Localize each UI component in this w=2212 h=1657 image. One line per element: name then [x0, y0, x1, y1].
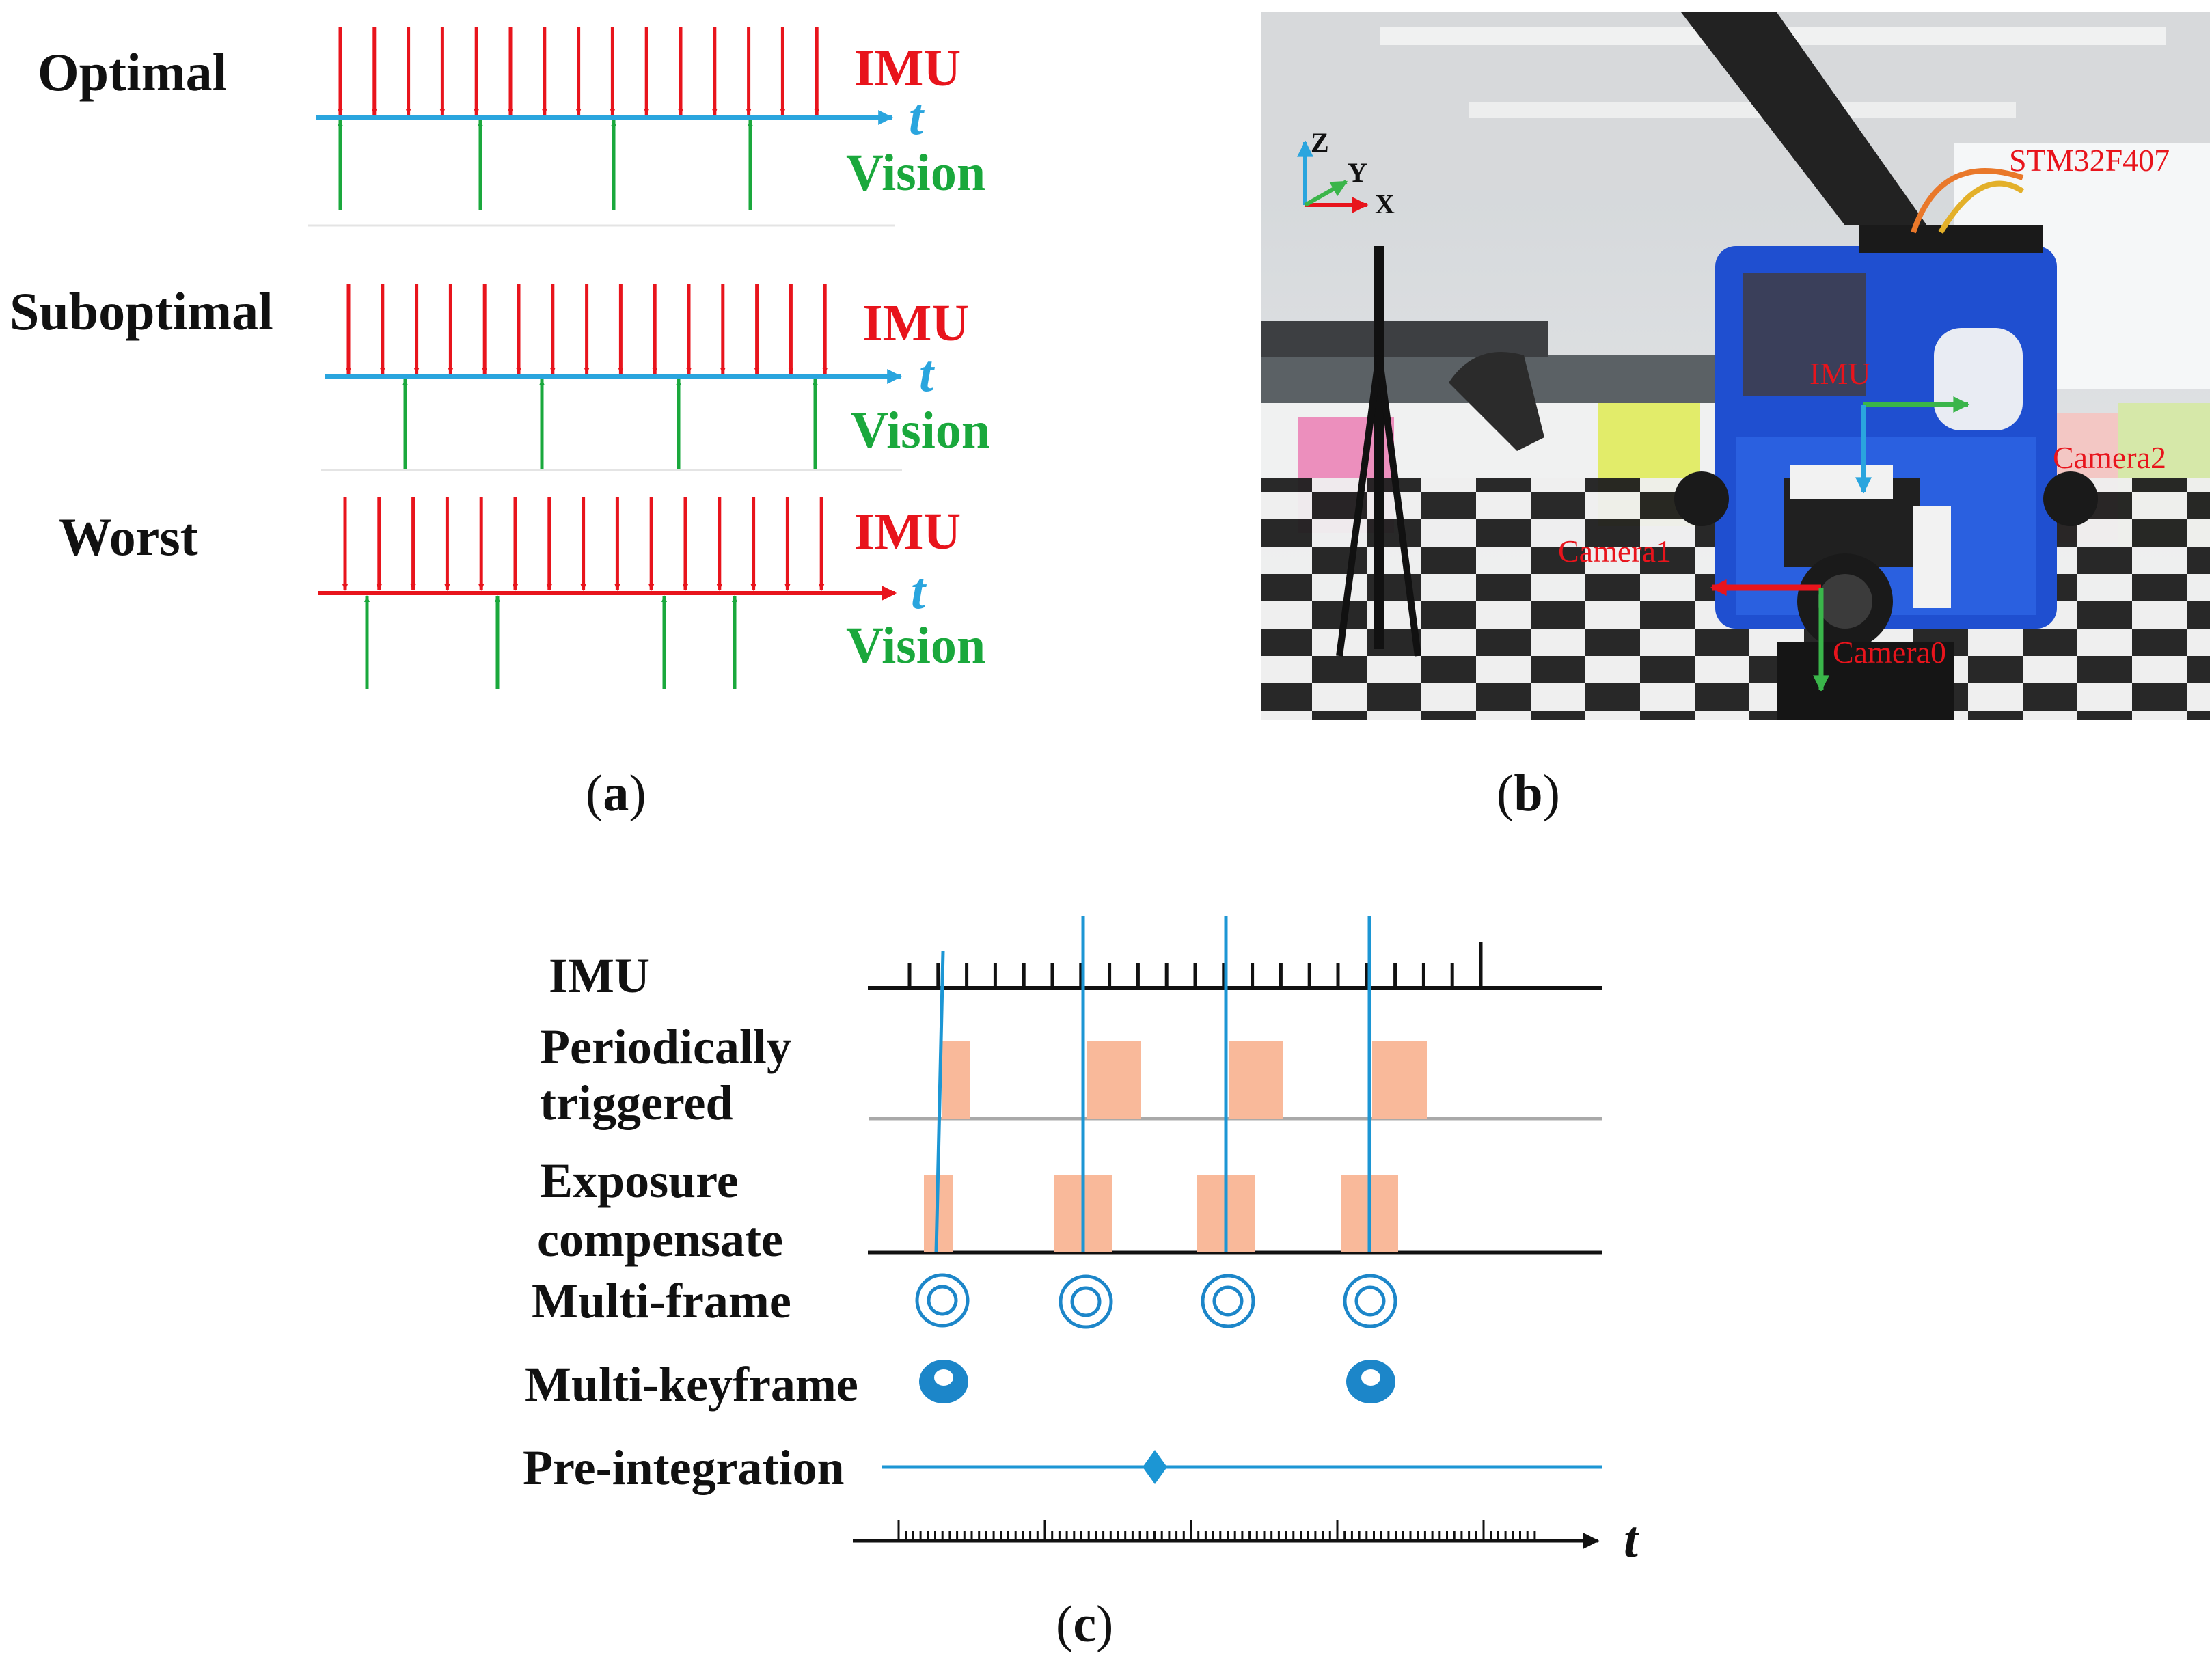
row-label-worst: Worst [59, 507, 198, 566]
panel-c-timeline: IMU Periodically triggered Exposure comp… [523, 916, 1640, 1653]
panel-a-sync-diagram: Optimal IMU t Vision Suboptimal IMU t Vi… [10, 27, 990, 822]
row-label-multiframe: Multi-frame [532, 1274, 791, 1328]
vision-arrows-worst [364, 595, 737, 689]
periodic-exposure-3 [1229, 1041, 1283, 1119]
time-axis-ticks [897, 1520, 1536, 1541]
row-label-optimal: Optimal [38, 42, 227, 102]
multiframe-rings [915, 1273, 1397, 1329]
panel-b-caption: (b) [1497, 765, 1560, 822]
imu-arrows-suboptimal [346, 284, 828, 374]
axis-z-label: Z [1311, 127, 1329, 158]
caption-a-open: ( [586, 765, 603, 822]
multiframe-ring-1 [915, 1273, 970, 1328]
caption-a-close: ) [629, 765, 646, 822]
row-label-multikeyframe: Multi-keyframe [525, 1357, 858, 1412]
t-label-c: t [1624, 1511, 1640, 1568]
caption-c-letter: c [1073, 1596, 1096, 1653]
label-camera0: Camera0 [1833, 635, 1946, 670]
caption-b-letter: b [1514, 765, 1542, 822]
vision-arrows-optimal [338, 120, 753, 210]
world-axes-icon: Z Y X [1297, 127, 1395, 219]
t-label-optimal: t [909, 88, 925, 146]
imu-arrows-worst [342, 497, 825, 591]
row-label-suboptimal: Suboptimal [10, 282, 273, 341]
caption-c-close: ) [1096, 1596, 1113, 1653]
camera0-frame-axes [1710, 579, 1829, 692]
keyframe-ring-1 [919, 1360, 968, 1403]
imu-arrows-optimal [338, 27, 820, 115]
vision-label-worst: Vision [846, 617, 985, 674]
periodic-exposure-4 [1372, 1041, 1427, 1119]
caption-b-close: ) [1543, 765, 1560, 822]
panel-c-caption: (c) [1056, 1596, 1113, 1653]
t-label-suboptimal: t [919, 345, 936, 402]
imu-frame-axes [1855, 396, 1970, 494]
multiframe-ring-4 [1343, 1274, 1397, 1328]
label-camera1: Camera1 [1558, 534, 1671, 569]
t-label-worst: t [911, 562, 927, 620]
preintegration-diamond [1143, 1450, 1167, 1484]
axis-y-label: Y [1348, 157, 1367, 188]
row-label-triggered: triggered [540, 1076, 733, 1130]
label-camera2: Camera2 [2053, 440, 2166, 475]
row-label-exposure: Exposure [540, 1153, 739, 1208]
row-label-periodically: Periodically [540, 1019, 791, 1074]
panel-a-row-suboptimal: Suboptimal IMU t Vision [10, 282, 990, 471]
multiframe-ring-3 [1201, 1274, 1255, 1328]
label-imu: IMU [1810, 356, 1870, 391]
photo-background [1261, 12, 2210, 720]
imu-label-suboptimal: IMU [862, 295, 969, 352]
label-stm32f407: STM32F407 [2009, 143, 2170, 178]
caption-b-open: ( [1497, 765, 1514, 822]
keyframe-ring-2 [1346, 1360, 1395, 1403]
imu-ticks [907, 942, 1483, 988]
vision-label-optimal: Vision [846, 144, 985, 202]
periodic-exposure-2 [1087, 1041, 1141, 1119]
axis-x-label: X [1375, 189, 1395, 219]
row-label-preintegration: Pre-integration [523, 1440, 845, 1495]
multiframe-ring-2 [1059, 1274, 1113, 1329]
panel-b-photo: Z Y X STM32F407 IMU Camera2 Camera1 Came… [1261, 12, 2210, 822]
caption-c-open: ( [1056, 1596, 1073, 1653]
periodic-exposure-1 [942, 1041, 970, 1119]
panel-a-caption: (a) [586, 765, 646, 822]
imu-label-optimal: IMU [854, 40, 961, 97]
imu-label-worst: IMU [854, 503, 961, 560]
row-label-imu: IMU [549, 948, 650, 1003]
row-label-compensate: compensate [537, 1212, 783, 1267]
vision-arrows-suboptimal [402, 379, 818, 469]
panel-a-row-optimal: Optimal IMU t Vision [38, 27, 985, 227]
panel-a-row-worst: Worst IMU t Vision [59, 497, 985, 689]
sync-line-1 [934, 950, 945, 1253]
vision-label-suboptimal: Vision [851, 402, 990, 459]
caption-a-letter: a [603, 765, 629, 822]
